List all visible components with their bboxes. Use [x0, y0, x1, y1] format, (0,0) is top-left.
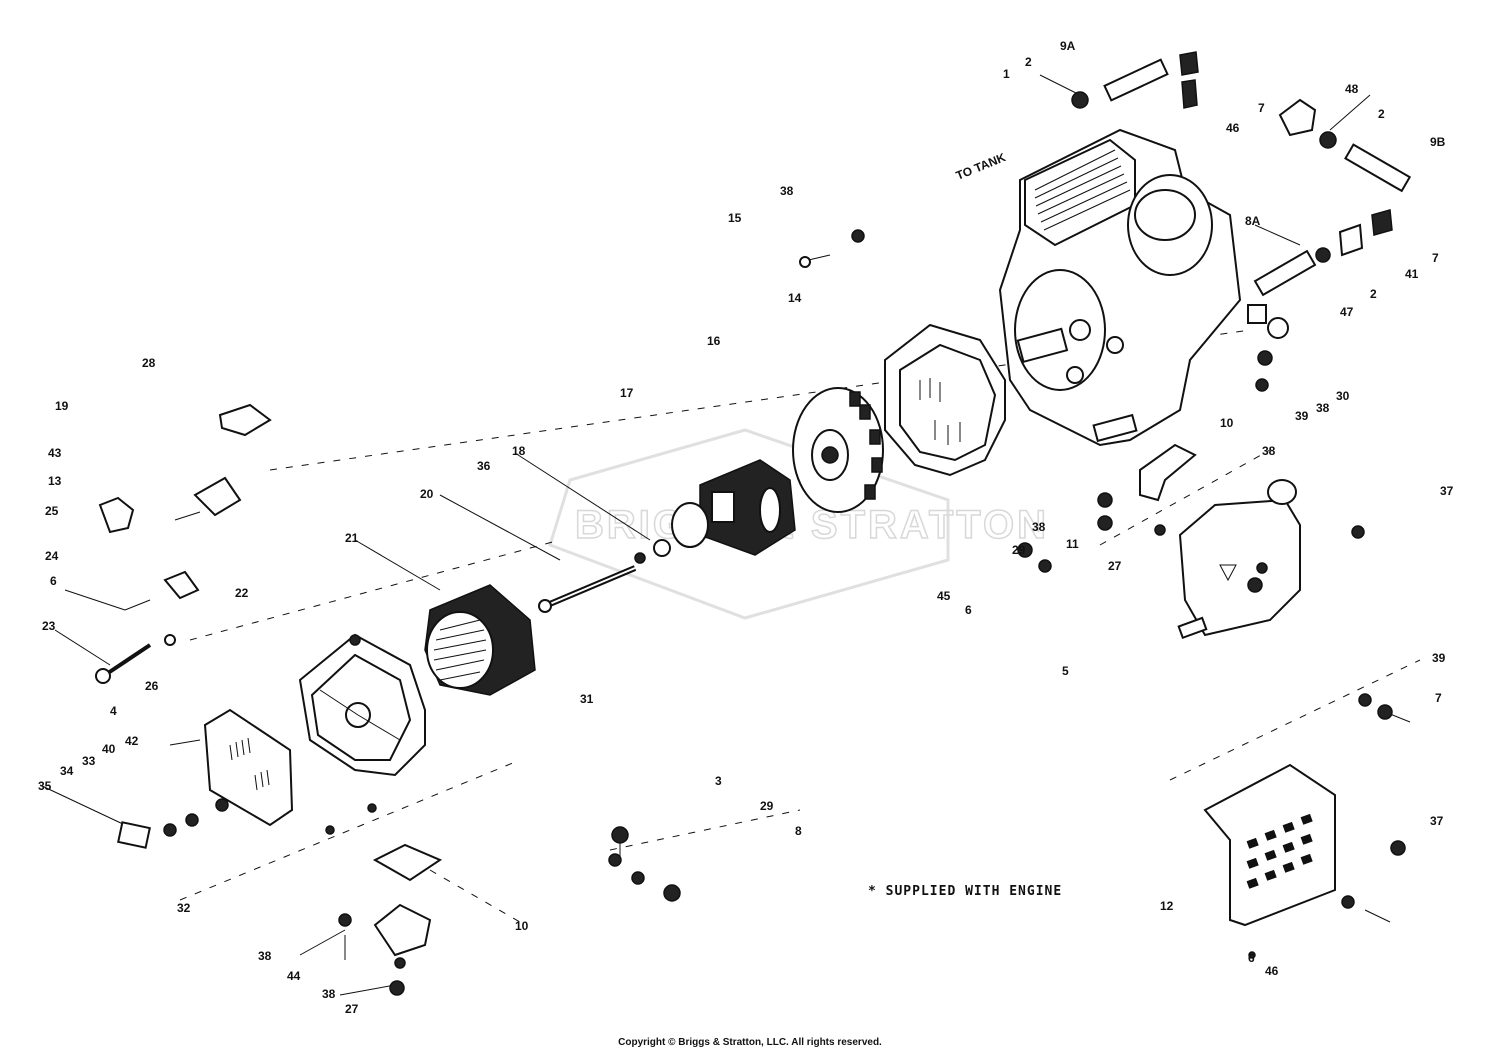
callout: 7	[1258, 101, 1265, 115]
rotor	[634, 459, 796, 564]
callout: 9B	[1430, 135, 1446, 149]
callout: 12	[1160, 899, 1174, 913]
callout: 35	[38, 779, 52, 793]
callout: 20	[420, 487, 434, 501]
callout: 38	[258, 949, 272, 963]
callout: 9A	[1060, 39, 1076, 53]
callout: 47	[1340, 305, 1354, 319]
callout: 6	[1248, 951, 1255, 965]
callout: 16	[707, 334, 721, 348]
callout: 8	[795, 824, 802, 838]
callout: 42	[125, 734, 139, 748]
engine-hardware	[1071, 51, 1412, 392]
callout: 3	[715, 774, 722, 788]
callout: 32	[177, 901, 191, 915]
callout: 23	[42, 619, 56, 633]
callout: 41	[1405, 267, 1419, 281]
callout: 7	[1432, 251, 1439, 265]
callout: 31	[580, 692, 594, 706]
callout: 38	[1316, 401, 1330, 415]
callout: 37	[1440, 484, 1454, 498]
watermark-text: BRIGGS & STRATTON	[575, 503, 1049, 547]
callout-labels: 1 2 9A TO TANK 48 7 2 46 9B 38 15 14 16 …	[38, 39, 1454, 1016]
callout: 45	[937, 589, 951, 603]
callout: 2	[1378, 107, 1385, 121]
callout: 8A	[1245, 214, 1261, 228]
callout: 14	[788, 291, 802, 305]
callout: 5	[1062, 664, 1069, 678]
callout: 39	[1432, 651, 1446, 665]
control-box-parts	[95, 403, 377, 849]
callout: 39	[1295, 409, 1309, 423]
callout: 21	[345, 531, 359, 545]
callout: 38	[322, 987, 336, 1001]
callout: 26	[145, 679, 159, 693]
callout: 2	[1370, 287, 1377, 301]
callout: 38	[1032, 520, 1046, 534]
through-bolt	[538, 565, 637, 613]
callout: 6	[50, 574, 57, 588]
callout: 2	[1025, 55, 1032, 69]
mid-hardware	[608, 229, 865, 902]
supplied-with-engine-note: * SUPPLIED WITH ENGINE	[868, 884, 1062, 899]
callout: 29	[760, 799, 774, 813]
fan	[792, 387, 884, 513]
callout: 6	[965, 603, 972, 617]
callout: 1	[1003, 67, 1010, 81]
leader-lines	[39, 74, 1421, 996]
muffler	[1177, 479, 1301, 640]
callout: 48	[1345, 82, 1359, 96]
control-panel-bracket	[1203, 693, 1411, 959]
callout: 10	[1220, 416, 1234, 430]
callout: 33	[82, 754, 96, 768]
callout: 24	[45, 549, 59, 563]
callout: 43	[48, 446, 62, 460]
bottom-bracket-parts	[338, 843, 443, 996]
callout: 17	[620, 386, 634, 400]
callout: 40	[102, 742, 116, 756]
callout: 44	[287, 969, 301, 983]
callout: 27	[1108, 559, 1122, 573]
callout: 36	[477, 459, 491, 473]
callout: 15	[728, 211, 742, 225]
copyright-notice: Copyright © Briggs & Stratton, LLC. All …	[618, 1037, 882, 1048]
blower-housing	[884, 323, 1006, 477]
stator	[424, 584, 536, 696]
callout: 7	[1435, 691, 1442, 705]
callout: 27	[345, 1002, 359, 1016]
callout: 10	[515, 919, 529, 933]
callout: 22	[235, 586, 249, 600]
callout: 37	[1430, 814, 1444, 828]
callout: 30	[1336, 389, 1350, 403]
callout: 18	[512, 444, 526, 458]
callout: 46	[1226, 121, 1240, 135]
callout: 13	[48, 474, 62, 488]
callout: 25	[45, 504, 59, 518]
end-bell	[298, 633, 426, 777]
callout: 19	[55, 399, 69, 413]
watermark: BRIGGS & STRATTON	[548, 428, 1049, 620]
callout: 29	[1012, 543, 1026, 557]
callout: 4	[110, 704, 117, 718]
muffler-bracket-hardware	[1017, 443, 1365, 573]
callout: 28	[142, 356, 156, 370]
callout-to-tank: TO TANK	[954, 150, 1008, 183]
engine-assembly	[998, 128, 1242, 447]
callout: 46	[1265, 964, 1279, 978]
callout: 11	[1066, 537, 1079, 551]
callout: 38	[1262, 444, 1276, 458]
callout: 34	[60, 764, 74, 778]
end-cover	[203, 708, 294, 827]
callout: 38	[780, 184, 794, 198]
